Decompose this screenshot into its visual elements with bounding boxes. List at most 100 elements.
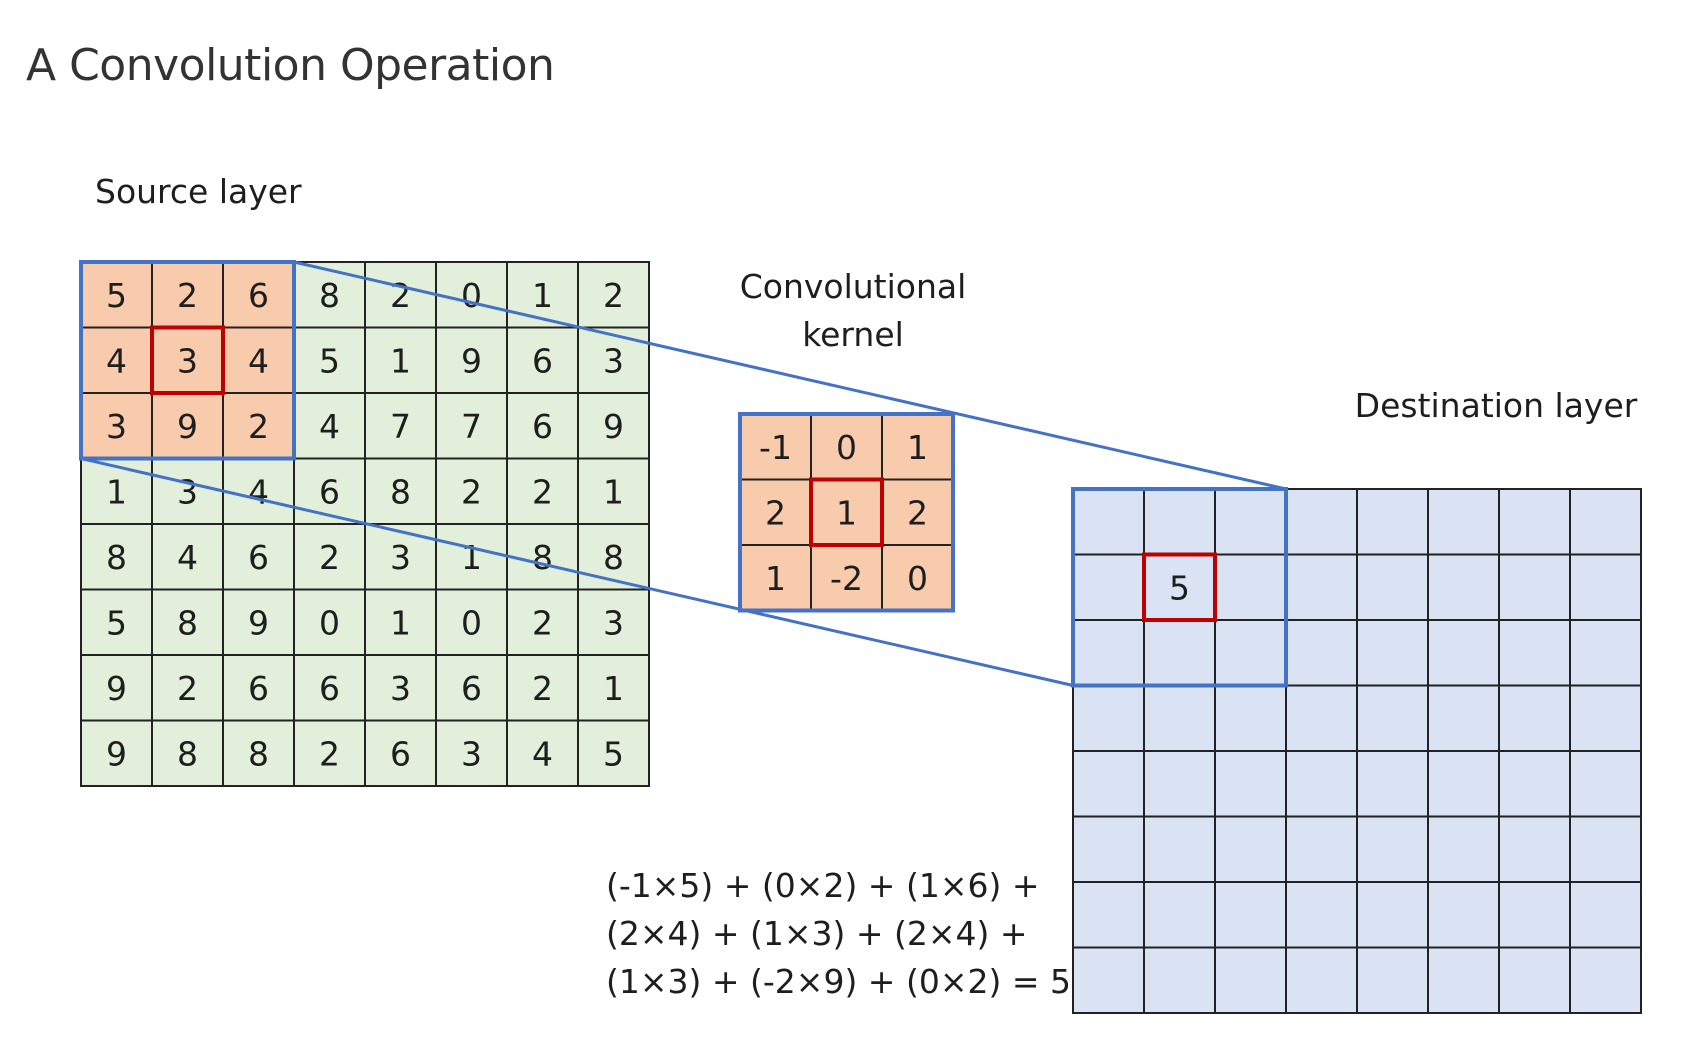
- destination-cell: [1214, 553, 1287, 621]
- formula-line-1: (-1×5) + (0×2) + (1×6) +: [606, 866, 1039, 905]
- source-cell-value: 2: [319, 734, 340, 773]
- source-cell-value: 1: [390, 603, 411, 642]
- destination-cell: [1356, 815, 1429, 883]
- source-cell-value: 8: [177, 603, 198, 642]
- source-cell-value: 9: [603, 407, 624, 446]
- source-cell: [293, 523, 366, 591]
- source-cell-value: 3: [390, 669, 411, 708]
- destination-cell: [1214, 946, 1287, 1014]
- destination-layer-label: Destination layer: [1355, 386, 1638, 425]
- source-cell-value: 4: [532, 734, 553, 773]
- source-cell: [151, 719, 224, 787]
- source-cell: [364, 588, 437, 656]
- source-cell-value: 4: [106, 341, 127, 380]
- destination-cell: [1356, 553, 1429, 621]
- destination-cell: [1285, 881, 1358, 949]
- destination-cell: [1356, 684, 1429, 752]
- source-cell-value: 1: [603, 472, 624, 511]
- source-cell-value: 9: [177, 407, 198, 446]
- kernel-center-highlight: [809, 477, 884, 547]
- source-cell-value: 6: [532, 407, 553, 446]
- source-cell-value: 3: [603, 341, 624, 380]
- source-cell: [577, 719, 650, 787]
- destination-cell: [1214, 684, 1287, 752]
- destination-cell: [1285, 684, 1358, 752]
- source-cell-value: 2: [532, 603, 553, 642]
- formula-line-3: (1×3) + (-2×9) + (0×2) = 5: [606, 962, 1071, 1001]
- projection-line-top: [293, 260, 1287, 491]
- destination-cell: [1356, 488, 1429, 556]
- kernel-label-line1: Convolutional: [740, 267, 967, 306]
- source-cell-value: 6: [248, 276, 269, 315]
- source-cell-value: 1: [532, 276, 553, 315]
- destination-cell: [1569, 488, 1642, 556]
- destination-cell: [1569, 684, 1642, 752]
- source-cell: [435, 326, 508, 394]
- destination-cell: [1356, 750, 1429, 818]
- source-layer-label: Source layer: [95, 172, 302, 211]
- source-cell-value: 2: [603, 276, 624, 315]
- source-center-highlight: [150, 325, 225, 395]
- kernel-cell-value: 0: [907, 559, 928, 598]
- kernel-outline: [738, 412, 955, 613]
- source-cell-value: 9: [248, 603, 269, 642]
- source-cell: [80, 261, 153, 329]
- source-cell: [151, 654, 224, 722]
- source-cell: [80, 588, 153, 656]
- destination-cell: [1285, 488, 1358, 556]
- destination-cell: [1143, 946, 1216, 1014]
- kernel-cell: [810, 544, 883, 612]
- destination-cell: [1427, 881, 1500, 949]
- source-cell-value: 8: [177, 734, 198, 773]
- source-cell-value: 9: [106, 734, 127, 773]
- source-cell-value: 9: [106, 669, 127, 708]
- destination-cell: [1569, 553, 1642, 621]
- source-cell-value: 1: [603, 669, 624, 708]
- destination-cell: [1569, 619, 1642, 687]
- kernel-label-line2: kernel: [802, 315, 904, 354]
- kernel-cell: [739, 544, 812, 612]
- destination-cell: [1214, 815, 1287, 883]
- source-cell-value: 6: [248, 669, 269, 708]
- destination-cell: [1569, 881, 1642, 949]
- kernel-cell-value: 2: [907, 493, 928, 532]
- source-cell-value: 6: [319, 669, 340, 708]
- source-cell-value: 8: [248, 734, 269, 773]
- source-cell-value: 2: [319, 538, 340, 577]
- destination-cell: [1072, 750, 1145, 818]
- source-cell: [80, 523, 153, 591]
- source-cell-value: 2: [461, 472, 482, 511]
- source-cell-value: 3: [106, 407, 127, 446]
- source-cell-value: 8: [603, 538, 624, 577]
- source-cell-value: 1: [461, 538, 482, 577]
- source-cell-value: 3: [603, 603, 624, 642]
- source-cell-value: 7: [390, 407, 411, 446]
- destination-cell: [1143, 619, 1216, 687]
- destination-cell: [1214, 488, 1287, 556]
- destination-cell: [1285, 750, 1358, 818]
- destination-cell: [1072, 946, 1145, 1014]
- source-cell-value: 9: [461, 341, 482, 380]
- source-cell-value: 5: [106, 603, 127, 642]
- source-cell: [222, 326, 295, 394]
- source-cell: [364, 654, 437, 722]
- destination-cell: [1427, 815, 1500, 883]
- kernel-cell-value: 1: [836, 493, 857, 532]
- destination-cell: [1569, 946, 1642, 1014]
- source-cell-value: 0: [461, 276, 482, 315]
- source-cell-value: 4: [319, 407, 340, 446]
- destination-cell: [1143, 750, 1216, 818]
- source-cell: [577, 523, 650, 591]
- source-cell: [577, 457, 650, 525]
- source-cell: [293, 719, 366, 787]
- destination-cell: [1072, 881, 1145, 949]
- source-cell-value: 5: [319, 341, 340, 380]
- destination-cell: [1427, 553, 1500, 621]
- source-cell-value: 8: [390, 472, 411, 511]
- destination-cell: [1285, 946, 1358, 1014]
- source-cell: [577, 326, 650, 394]
- destination-cell: [1143, 488, 1216, 556]
- destination-cell: [1498, 815, 1571, 883]
- source-cell-value: 3: [461, 734, 482, 773]
